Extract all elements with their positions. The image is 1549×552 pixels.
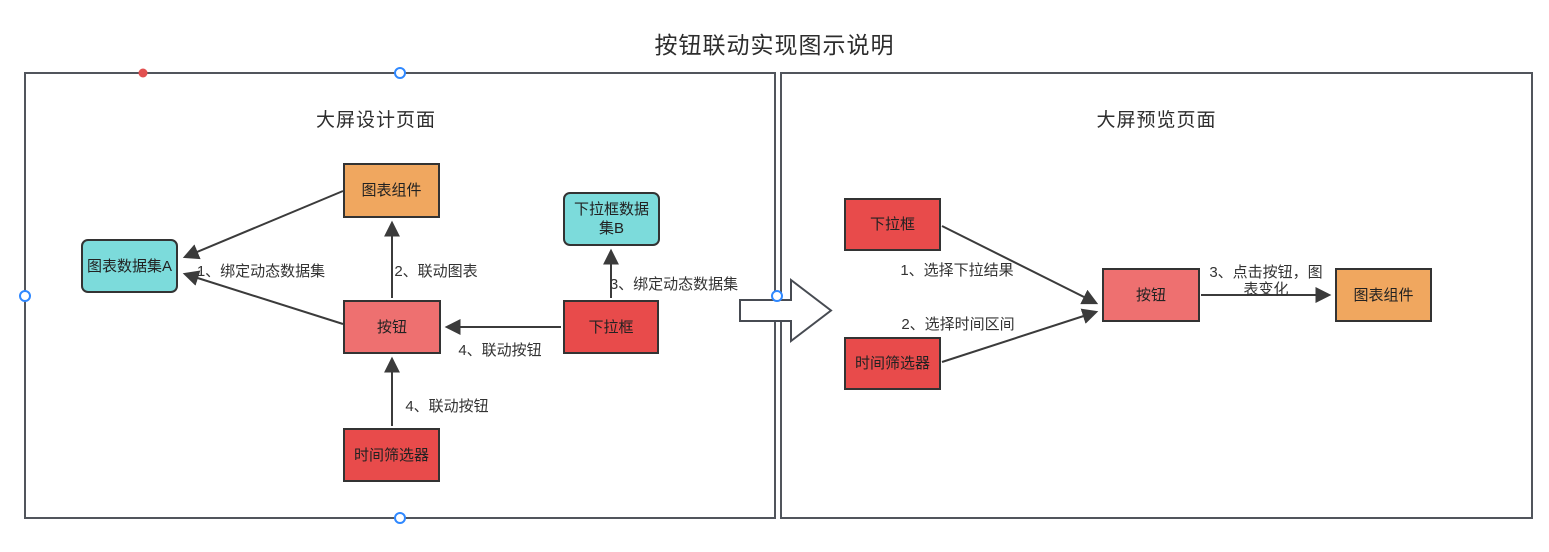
node-dropdown-dataset-b[interactable]: 下拉框数据集B xyxy=(563,192,660,246)
node-dropdown-preview[interactable]: 下拉框 xyxy=(844,198,941,251)
edge-label-link-button-4a: 4、联动按钮 xyxy=(458,342,542,359)
preview-page-header: 大屏预览页面 xyxy=(1096,110,1217,131)
node-chart-component-preview[interactable]: 图表组件 xyxy=(1335,268,1432,322)
node-button-design[interactable]: 按钮 xyxy=(343,300,441,354)
edge-label-link-button-4b: 4、联动按钮 xyxy=(405,398,489,415)
node-button-preview[interactable]: 按钮 xyxy=(1102,268,1200,322)
edge-label-bind-dataset-1: 1、绑定动态数据集 xyxy=(196,263,326,280)
edge-label-link-chart-2: 2、联动图表 xyxy=(394,263,478,280)
edge-label-click-button-3: 3、点击按钮，图表变化 xyxy=(1209,264,1323,298)
design-page-header: 大屏设计页面 xyxy=(315,110,436,131)
node-time-filter-preview[interactable]: 时间筛选器 xyxy=(844,337,941,390)
node-chart-component[interactable]: 图表组件 xyxy=(343,163,440,218)
node-chart-dataset-a[interactable]: 图表数据集A xyxy=(81,239,178,293)
node-dropdown-design[interactable]: 下拉框 xyxy=(563,300,659,354)
edge-label-select-time-2: 2、选择时间区间 xyxy=(901,316,1015,333)
diagram-title: 按钮联动实现图示说明 xyxy=(654,32,895,58)
node-time-filter-design[interactable]: 时间筛选器 xyxy=(343,428,440,482)
edge-label-bind-dataset-3: 3、绑定动态数据集 xyxy=(609,276,739,293)
edge-label-select-result-1: 1、选择下拉结果 xyxy=(900,262,1014,279)
